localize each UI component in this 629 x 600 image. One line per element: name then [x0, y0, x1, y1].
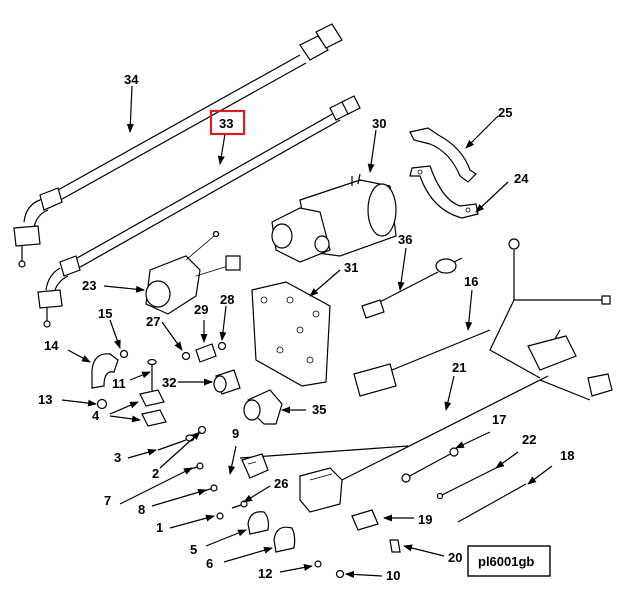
fitting-15 [119, 349, 129, 359]
connector-9 [241, 453, 269, 479]
callout-7: 7 [104, 493, 111, 508]
callout-17: 17 [492, 412, 506, 427]
callout-15: 15 [98, 306, 112, 321]
callout-20: 20 [448, 550, 462, 565]
oring-27 [181, 351, 191, 361]
highlight-box [209, 109, 246, 136]
callout-21: 21 [452, 360, 466, 375]
cable-16 [353, 329, 491, 397]
callout-33: 33 [219, 116, 233, 131]
block-26 [299, 467, 343, 513]
rod-18 [457, 483, 527, 523]
callout-18: 18 [560, 448, 574, 463]
clamp-6 [273, 526, 296, 553]
washer-13 [96, 398, 108, 410]
callout-5: 5 [190, 542, 197, 557]
clip-20 [389, 539, 401, 553]
callout-6: 6 [206, 556, 213, 571]
callout-13: 13 [38, 392, 52, 407]
callout-25: 25 [498, 105, 512, 120]
callout-2: 2 [152, 466, 159, 481]
block-4 [139, 389, 167, 427]
callout-12: 12 [258, 566, 272, 581]
callout-14: 14 [44, 338, 59, 353]
callout-24: 24 [514, 171, 529, 186]
callout-29: 29 [194, 302, 208, 317]
figure-ref-box [467, 545, 551, 577]
callout-35: 35 [312, 402, 326, 417]
clamp-25 [409, 127, 477, 183]
fitting-29 [195, 343, 217, 363]
harness [489, 238, 613, 401]
link-17 [401, 447, 459, 483]
figure-ref: pl6001gb [478, 554, 534, 569]
callout-labels: 34 33 30 25 24 36 31 23 16 15 27 29 28 1… [38, 72, 574, 583]
callout-30: 30 [372, 116, 386, 131]
hose-34 [13, 23, 343, 268]
callout-36: 36 [398, 232, 412, 247]
motor-30 [271, 173, 397, 263]
nut-12 [314, 560, 322, 568]
callout-10: 10 [386, 568, 400, 583]
callout-1: 1 [156, 520, 163, 535]
oring-28 [217, 341, 227, 351]
elbow-14 [91, 353, 119, 389]
callout-34: 34 [124, 72, 139, 87]
leader-arrows [61, 85, 553, 578]
callout-26: 26 [274, 476, 288, 491]
callout-27: 27 [146, 314, 160, 329]
clamp-24 [409, 165, 479, 219]
nut-10 [335, 569, 345, 579]
callout-16: 16 [464, 274, 478, 289]
callout-19: 19 [418, 512, 432, 527]
callout-28: 28 [220, 292, 234, 307]
bolt-11 [147, 358, 157, 392]
callout-31: 31 [344, 260, 358, 275]
callout-9: 9 [232, 426, 239, 441]
callout-32: 32 [162, 375, 176, 390]
solenoid-23 [145, 230, 241, 315]
callout-3: 3 [114, 450, 121, 465]
callout-23: 23 [82, 278, 96, 293]
fitting-32 [213, 369, 241, 395]
cable-21 [239, 375, 549, 487]
connector-19 [351, 509, 379, 531]
callout-22: 22 [522, 432, 536, 447]
elbow-35 [243, 389, 283, 425]
callout-4: 4 [92, 408, 100, 423]
rod-22 [436, 465, 501, 500]
plate-31 [251, 281, 331, 387]
hose-33 [37, 95, 361, 328]
cable-36 [361, 257, 463, 319]
clamp-5 [247, 511, 270, 535]
washer-1 [216, 512, 224, 520]
callout-8: 8 [138, 502, 145, 517]
callout-11: 11 [112, 376, 126, 391]
